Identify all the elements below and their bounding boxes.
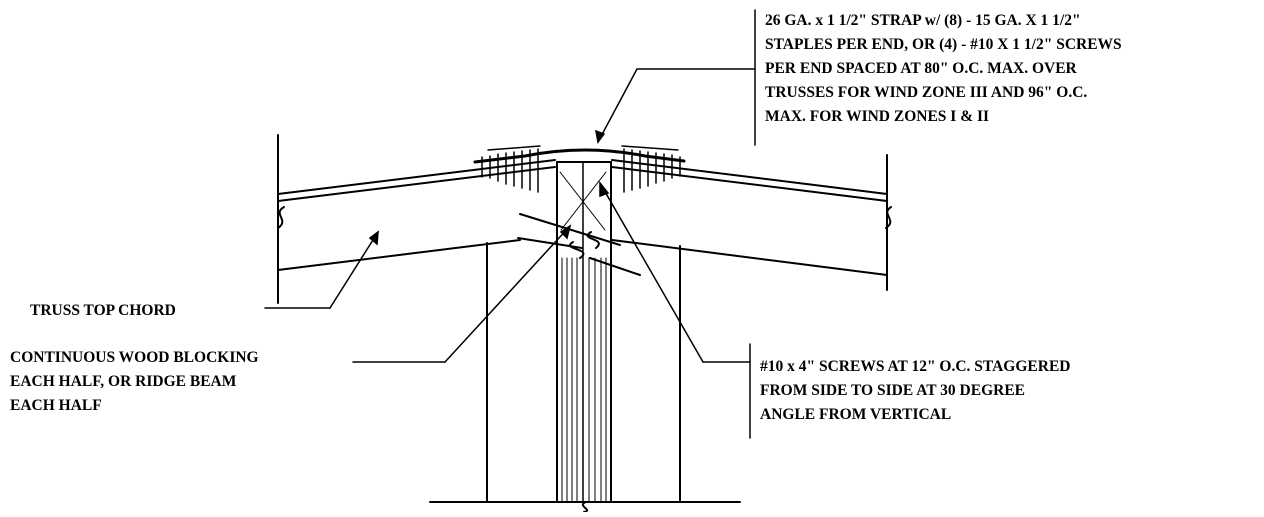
right-staples — [621, 145, 681, 193]
strap-note-line-1: 26 GA. x 1 1/2" STRAP w/ (8) - 15 GA. X … — [765, 12, 1081, 29]
right-roof-second-line — [611, 166, 888, 202]
blocking-leader — [352, 224, 572, 363]
right-roof-section — [611, 154, 892, 291]
truss-top-chord-label: TRUSS TOP CHORD — [30, 302, 176, 319]
diagonal-screws — [517, 213, 641, 276]
strap-note-line-4: TRUSSES FOR WIND ZONE III AND 96" O.C. — [765, 84, 1087, 101]
screw-note-line-1: #10 x 4" SCREWS AT 12" O.C. STAGGERED — [760, 358, 1070, 375]
left-roof-section — [277, 134, 556, 304]
screw-leader — [599, 180, 751, 439]
truss-leader — [264, 230, 379, 309]
strap-note-line-2: STAPLES PER END, OR (4) - #10 X 1 1/2" S… — [765, 36, 1122, 53]
blocking-note-line-2: EACH HALF, OR RIDGE BEAM — [10, 373, 237, 390]
blocking-note-line-1: CONTINUOUS WOOD BLOCKING — [10, 349, 259, 366]
left-roof-second-line — [277, 166, 556, 202]
strap-note-line-3: PER END SPACED AT 80" O.C. MAX. OVER — [765, 60, 1078, 77]
strap-leader — [595, 9, 756, 146]
strap-note-line-5: MAX. FOR WIND ZONES I & II — [765, 108, 989, 125]
right-roof-top-line — [611, 159, 888, 195]
left-chord-bottom-line — [277, 239, 521, 271]
left-break-mark — [277, 206, 285, 229]
left-roof-top-line — [277, 159, 556, 195]
screw-note-line-3: ANGLE FROM VERTICAL — [760, 406, 951, 423]
wall-framing — [429, 242, 741, 513]
right-break-mark — [885, 206, 892, 229]
right-chord-bottom-line — [611, 239, 888, 276]
screw-note-line-2: FROM SIDE TO SIDE AT 30 DEGREE — [760, 382, 1025, 399]
left-staples — [481, 145, 541, 193]
blocking-note-line-3: EACH HALF — [10, 397, 102, 414]
ridge-strap — [473, 148, 686, 164]
ridge-blocking — [556, 161, 612, 503]
